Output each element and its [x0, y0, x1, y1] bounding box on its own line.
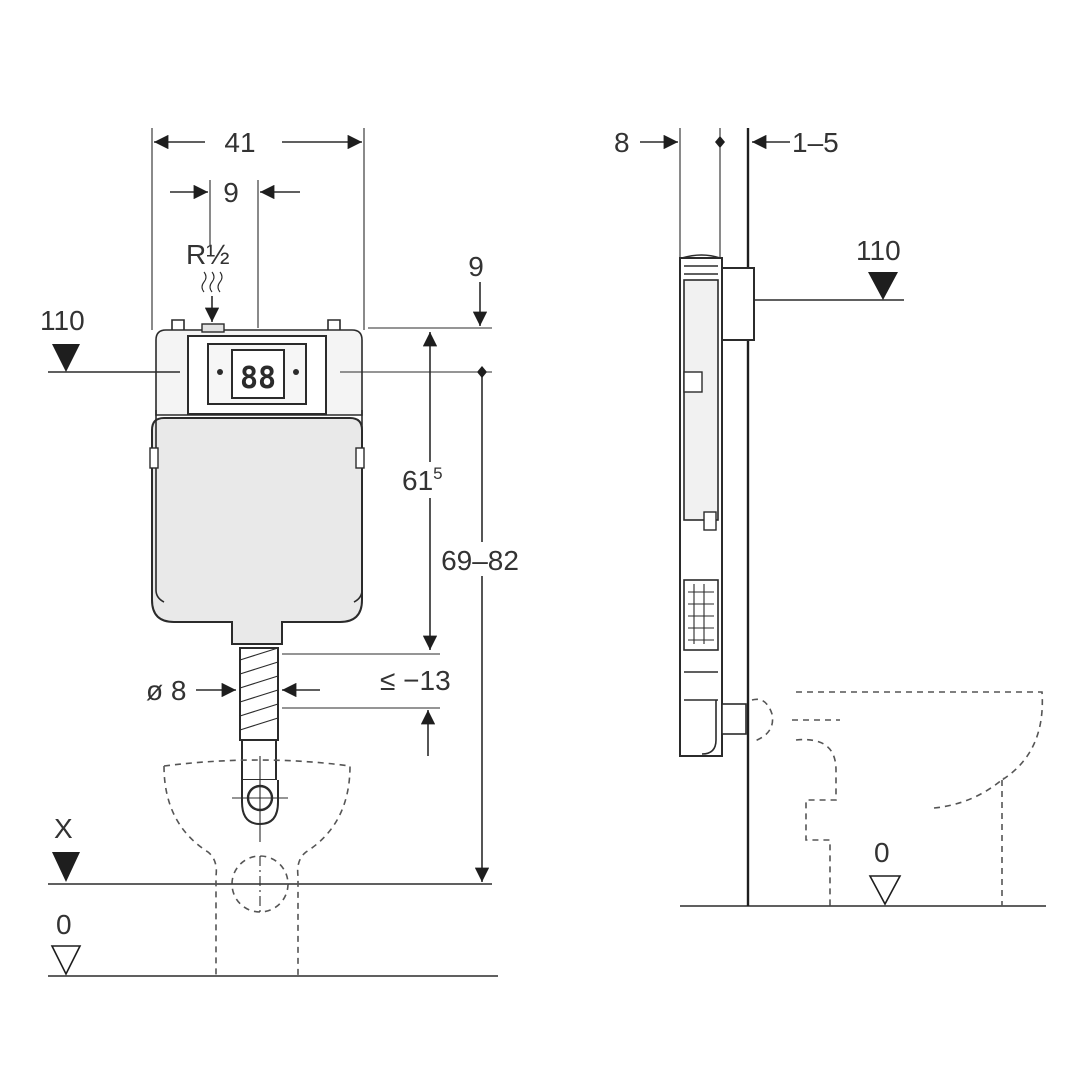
front-view: 41 9 R½ 88 ø 8 [40, 127, 526, 977]
dim-pipe-label: ø 8 [146, 675, 186, 706]
dim-main-height-gap [396, 462, 462, 498]
flush-pipe-hatch [239, 647, 279, 731]
cistern-side-left [155, 410, 165, 603]
side-clip-2 [703, 511, 717, 531]
side-level-0-label: 0 [874, 837, 890, 868]
level-110-marker [52, 344, 80, 372]
side-frame-foot [684, 671, 718, 755]
dim-inlet-label: 9 [223, 177, 239, 208]
level-110-label: 110 [40, 305, 85, 336]
dim-range-label: 69–82 [441, 545, 519, 576]
cistern-clip-right [327, 319, 341, 330]
side-level-110-marker [868, 272, 898, 300]
cistern-tab-right [355, 447, 365, 469]
actuator-inner [231, 349, 285, 399]
side-dim-tick [715, 136, 725, 148]
dim-pipe-offset-label: ≤ −13 [380, 665, 451, 696]
side-outlet-bend [721, 703, 747, 735]
side-frame-top [681, 254, 721, 275]
side-level-0-marker [868, 875, 902, 906]
level-0-marker [50, 945, 82, 976]
side-clip-1 [683, 371, 703, 393]
side-dim-depth-right-label: 1–5 [792, 127, 839, 158]
side-wc-outline [751, 691, 1044, 906]
water-inlet-icon [201, 271, 223, 293]
inlet-fitting [201, 323, 225, 333]
dim-width-label: 41 [224, 127, 255, 158]
actuator-screw-left-icon [217, 369, 223, 375]
inlet-thread-label: R½ [186, 239, 230, 270]
actuator-screw-right-icon [293, 369, 299, 375]
side-cistern-profile [683, 279, 719, 521]
dim-range-tick [477, 366, 487, 378]
flush-pipe [239, 647, 279, 741]
side-dim-depth-left-label: 8 [614, 127, 630, 158]
dim-main-height-label: 615 [402, 464, 443, 496]
flush-pipe-lower [241, 739, 277, 781]
level-x-marker [52, 852, 80, 882]
dim-top-offset-label: 9 [468, 251, 484, 282]
cistern-tab-left [149, 447, 159, 469]
side-level-110-label: 110 [856, 235, 901, 266]
actuator-digits-icon: 88 [240, 361, 276, 396]
cistern-clip-left [171, 319, 185, 330]
cistern-side-right [353, 410, 363, 603]
dim-range-gap [434, 542, 526, 576]
wc-bowl-outline [163, 759, 351, 976]
side-view: 8 1–5 110 0 [614, 127, 1046, 907]
level-0-label: 0 [56, 909, 72, 940]
cistern-tank [151, 417, 363, 645]
level-x-label: X [54, 813, 73, 844]
side-pipe-hatch [688, 584, 714, 644]
side-actuator-box [721, 267, 755, 341]
